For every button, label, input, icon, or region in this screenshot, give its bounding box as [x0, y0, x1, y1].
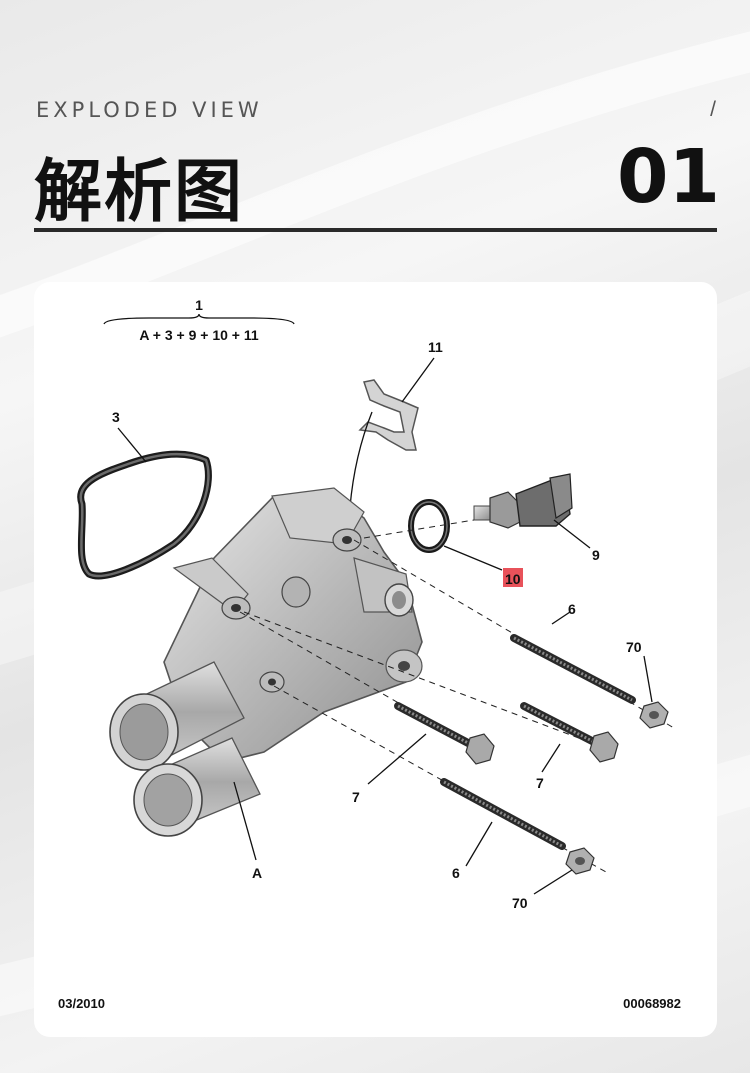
housing-upper-pipe [109, 661, 245, 771]
clip-part [349, 379, 419, 508]
sensor-callout: 9 [592, 547, 600, 563]
nut-upper-callout: 70 [626, 639, 642, 655]
date-code: 03/2010 [58, 996, 105, 1011]
slash-mark: / [710, 98, 716, 121]
o-ring-callout: 10 [505, 571, 521, 587]
reference-number: 00068982 [623, 996, 681, 1011]
clip-callout: 11 [428, 339, 443, 355]
long-bolt-lower-callout: 6 [452, 865, 460, 881]
kit-formula-label: A + 3 + 9 + 10 + 11 [139, 327, 259, 343]
long-bolt-lower-leader [465, 821, 493, 867]
gasket-leader [117, 427, 147, 463]
clip-leader [401, 357, 435, 403]
long-bolt-upper-leader [551, 611, 571, 625]
kit-brace [103, 313, 295, 325]
o-ring-highlight [503, 568, 523, 587]
kit-number-label: 1 [195, 297, 203, 313]
housing-callout: A [252, 865, 262, 881]
sensor-part [473, 473, 573, 529]
short-bolt-right-leader [541, 743, 561, 773]
axis-line-sensor [363, 519, 475, 539]
o-ring-leader [443, 545, 503, 571]
exploded-diagram: 1 A + 3 + 9 + 10 + 11 3 11 10 [77, 297, 675, 911]
diagram-card: 1 A + 3 + 9 + 10 + 11 3 11 10 [34, 282, 717, 1037]
nut-lower-callout: 70 [512, 895, 528, 911]
housing-lower-pipe [133, 737, 261, 837]
kit-formula: 1 A + 3 + 9 + 10 + 11 [103, 297, 295, 343]
axis-line-right-bolt [243, 611, 617, 753]
long-bolt-upper-callout: 6 [568, 601, 576, 617]
short-bolt-left-part [394, 702, 495, 765]
nut-lower-leader [533, 869, 573, 895]
short-bolt-right-part [520, 702, 619, 763]
axis-line-lower [273, 685, 607, 873]
sensor-leader [553, 519, 591, 549]
header-divider [34, 228, 717, 232]
o-ring-part [408, 499, 450, 553]
housing-leader [233, 781, 257, 861]
gasket-callout: 3 [112, 409, 120, 425]
gasket-part [77, 450, 212, 580]
section-number: 01 [617, 134, 720, 220]
short-bolt-left-callout: 7 [352, 789, 360, 805]
nut-upper-leader [643, 655, 653, 703]
short-bolt-left-leader [367, 733, 427, 785]
page-title: 解析图 [34, 153, 245, 232]
long-bolt-lower-part [440, 778, 566, 850]
long-bolt-upper-part [510, 634, 636, 704]
section-kicker: EXPLODED VIEW [36, 98, 263, 122]
short-bolt-right-callout: 7 [536, 775, 544, 791]
nut-upper-part [639, 701, 669, 729]
nut-lower-part [565, 847, 595, 875]
